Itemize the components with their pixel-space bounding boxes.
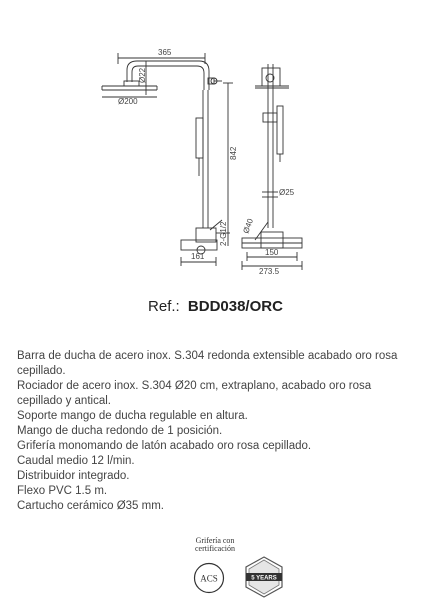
description-line: Caudal medio 12 l/min. bbox=[17, 455, 135, 467]
description-line: Flexo PVC 1.5 m. bbox=[17, 485, 108, 497]
certification-caption-line2: certificación bbox=[195, 544, 235, 553]
dim-head-diameter: Ø200 bbox=[118, 97, 138, 106]
description-line: Grifería monomando de latón acabado oro … bbox=[17, 440, 312, 452]
description-line: Distribuidor integrado. bbox=[17, 470, 130, 482]
dim-width-arm: 365 bbox=[158, 48, 172, 57]
technical-drawing: 365 Ø22 Ø200 842 2-G1/2 Ø40 161 Ø25 150 … bbox=[101, 48, 303, 276]
description-line: Mango de ducha redondo de 1 posición. bbox=[17, 425, 223, 437]
product-description: Barra de ducha de acero inox. S.304 redo… bbox=[17, 349, 412, 514]
dim-height: 842 bbox=[229, 146, 238, 160]
description-line: Cartucho cerámico Ø35 mm. bbox=[17, 500, 164, 512]
reference-line: Ref.: BDD038/ORC bbox=[0, 298, 431, 315]
dim-center-distance: 150 bbox=[265, 248, 279, 257]
dim-base-depth: 161 bbox=[191, 252, 205, 261]
description-line: Barra de ducha de acero inox. S.304 redo… bbox=[17, 350, 398, 377]
reference-code: BDD038/ORC bbox=[187, 298, 283, 315]
dim-connection: 2-G1/2 bbox=[219, 221, 228, 246]
acs-label: ACS bbox=[200, 574, 218, 584]
certification-caption: Grifería con certificación bbox=[180, 537, 250, 553]
description-line: Soporte mango de ducha regulable en altu… bbox=[17, 410, 248, 422]
description-line: Rociador de acero inox. S.304 Ø20 cm, ex… bbox=[17, 380, 372, 407]
dim-connection-diameter: Ø40 bbox=[241, 217, 255, 235]
acs-certification-icon: ACS bbox=[193, 562, 225, 594]
dim-arm-tube: Ø22 bbox=[138, 67, 147, 83]
dim-overall-width: 273.5 bbox=[259, 267, 280, 276]
years-label: 5 YEARS bbox=[251, 576, 277, 582]
warranty-years-icon: 5 YEARS bbox=[245, 556, 283, 598]
dim-tube-diameter: Ø25 bbox=[279, 188, 295, 197]
certification-caption-line1: Grifería con bbox=[195, 536, 235, 545]
reference-prefix: Ref.: bbox=[148, 298, 180, 315]
